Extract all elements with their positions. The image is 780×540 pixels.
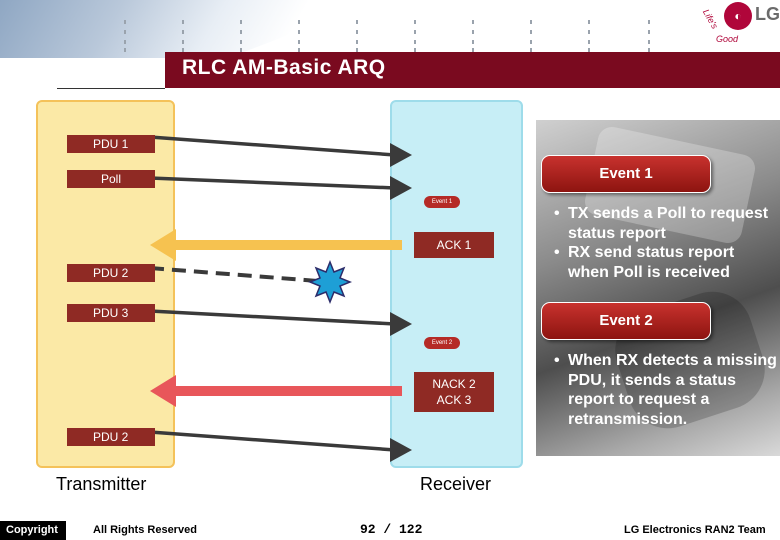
poll-arrow (149, 176, 412, 200)
header-dash (414, 48, 416, 52)
header-dash (588, 20, 590, 24)
title-bar (165, 52, 780, 88)
logo-tagline-good: Good (716, 34, 739, 44)
header-dash (530, 40, 532, 44)
header-dash (414, 30, 416, 34)
title-underline (57, 88, 165, 89)
footer-team: LG Electronics RAN2 Team (624, 524, 766, 536)
header-dash (588, 30, 590, 34)
header-dash (182, 48, 184, 52)
event1-bullet-1: •TX sends a Poll to request status repor… (554, 205, 769, 242)
pdu2-retransmit-arrow (149, 430, 412, 462)
header-dash (124, 30, 126, 34)
nack-label: NACK 2 (432, 377, 476, 391)
packet-loss-burst-icon (307, 259, 353, 305)
header-dash (648, 40, 650, 44)
header-dash (530, 20, 532, 24)
event1-bullet-2: •RX send status report when Poll is rece… (554, 244, 735, 281)
header-dash (588, 40, 590, 44)
header-dash (414, 40, 416, 44)
header-dash (298, 40, 300, 44)
logo-text: LG (755, 4, 780, 24)
tx-box-poll: Poll (67, 170, 155, 188)
rx-box-nack: NACK 2 ACK 3 (414, 372, 494, 412)
header-dash (356, 40, 358, 44)
header-dash (648, 20, 650, 24)
rx-box-ack1: ACK 1 (414, 232, 494, 258)
transmitter-label: Transmitter (56, 474, 147, 494)
header-dash (240, 40, 242, 44)
header-dash (240, 20, 242, 24)
tx-box-pdu1: PDU 1 (67, 135, 155, 153)
header-dash (356, 48, 358, 52)
header-dash (648, 48, 650, 52)
header-dash (298, 20, 300, 24)
rights-text: All Rights Reserved (93, 524, 197, 536)
tx-box-pdu2: PDU 2 (67, 264, 155, 282)
mini-event-1-badge: Event 1 (424, 196, 460, 208)
header-dash (472, 30, 474, 34)
event2-description: •When RX detects a missing PDU, it sends… (552, 351, 778, 429)
header-dash (240, 48, 242, 52)
header-dash (356, 30, 358, 34)
header-dash (530, 30, 532, 34)
ack3-label: ACK 3 (436, 393, 472, 407)
header-dash (472, 40, 474, 44)
header-dash (124, 20, 126, 24)
header-dash (648, 30, 650, 34)
footer-bar (0, 522, 780, 540)
tx-box-pdu2-retx: PDU 2 (67, 428, 155, 446)
nack-arrow (150, 375, 402, 407)
pdu3-arrow (149, 309, 412, 336)
page-title: RLC AM-Basic ARQ (182, 56, 386, 79)
header-dash (240, 30, 242, 34)
header-dash (182, 40, 184, 44)
header-dash (124, 48, 126, 52)
event2-bullet-1: •When RX detects a missing PDU, it sends… (554, 352, 777, 428)
receiver-label: Receiver (420, 474, 492, 494)
header-dash (124, 40, 126, 44)
transmitter-column (36, 100, 175, 468)
pdu2-lost-arrow (149, 266, 319, 283)
event2-badge: Event 2 (541, 302, 711, 340)
page-number: 92 / 122 (360, 522, 423, 537)
lg-logo-icon: ◐ (724, 2, 752, 30)
header-dash (414, 20, 416, 24)
event1-badge: Event 1 (541, 155, 711, 193)
ack1-arrow (150, 229, 402, 261)
header-dash (588, 48, 590, 52)
header-dash (356, 20, 358, 24)
header-dash (530, 48, 532, 52)
header-dash (472, 48, 474, 52)
header-dash (472, 20, 474, 24)
mini-event-2-badge: Event 2 (424, 337, 460, 349)
pdu1-arrow (149, 135, 412, 167)
copyright-badge: Copyright (0, 521, 66, 540)
header-dash (182, 20, 184, 24)
header-dash (298, 48, 300, 52)
header-dash (182, 30, 184, 34)
event1-description: •TX sends a Poll to request status repor… (552, 204, 774, 296)
tx-box-pdu3: PDU 3 (67, 304, 155, 322)
header-dash (298, 30, 300, 34)
